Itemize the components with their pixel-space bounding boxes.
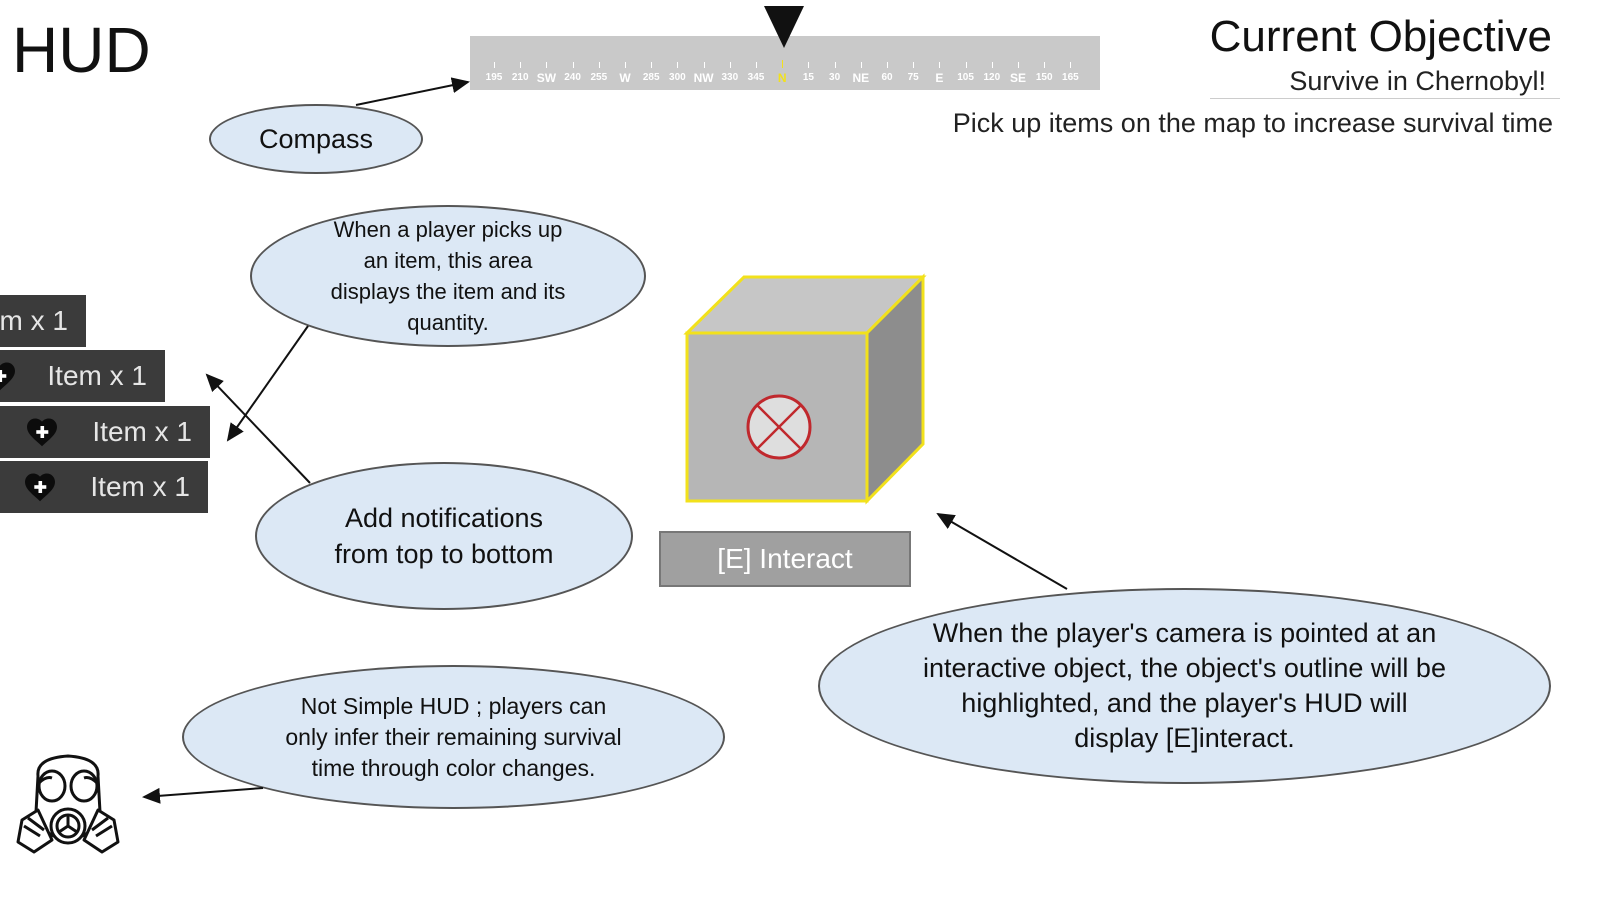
pickup-arrow <box>226 325 309 442</box>
notification-label: Item x 1 <box>92 416 192 447</box>
compass-heading-label: 330 <box>721 72 739 83</box>
compass-tick <box>756 62 757 68</box>
compass-tick <box>965 62 967 68</box>
compass-tick <box>625 62 626 68</box>
notification-item: Item x 1 <box>0 350 165 402</box>
compass-tick <box>1070 62 1072 68</box>
compass-heading-label: 210 <box>511 72 529 83</box>
compass-heading-label: NW <box>693 71 714 85</box>
compass-tick <box>991 62 993 68</box>
compass-heading-label: 15 <box>802 72 814 83</box>
compass-tick <box>703 62 705 68</box>
heart-plus-icon <box>25 473 55 502</box>
heart-plus-icon <box>0 362 15 391</box>
interactive-cube <box>683 273 927 505</box>
compass-tick <box>887 62 888 68</box>
notification-order-arrow <box>205 373 311 484</box>
compass-heading-label: E <box>935 71 944 85</box>
compass-heading-label: 255 <box>590 72 608 83</box>
compass-heading-label: 120 <box>983 72 1001 83</box>
compass-tick <box>939 62 941 68</box>
interact-prompt: [E] Interact <box>659 531 911 587</box>
interact-callout-text: When the player's camera is pointed at a… <box>923 618 1446 753</box>
gasmask-callout-text: Not Simple HUD ; players can only infer … <box>285 692 622 781</box>
gas-mask-icon <box>16 754 120 854</box>
notification-item: Item x 1 <box>0 406 210 458</box>
compass-heading-label: 195 <box>485 72 503 83</box>
heart-plus-icon <box>27 418 57 447</box>
compass-heading-label: 345 <box>747 72 765 83</box>
compass-arrow <box>355 77 470 106</box>
notification-item: Item x 1 <box>0 461 208 513</box>
compass-heading-label: 30 <box>829 72 841 83</box>
objective-divider <box>1210 98 1560 99</box>
compass-tick <box>782 60 784 68</box>
compass-heading-label: W <box>619 71 631 85</box>
gasmask-arrow <box>142 787 264 804</box>
compass-tick <box>1018 62 1019 68</box>
compass-tick <box>520 62 522 68</box>
notification-order-callout: Add notifications from top to bottom <box>255 462 633 610</box>
compass-tick <box>572 62 574 68</box>
objective-title: Current Objective <box>1209 12 1552 61</box>
compass-tick <box>808 62 810 68</box>
compass-heading-label: 105 <box>957 72 974 83</box>
compass-tick <box>651 62 653 68</box>
interact-arrow <box>936 512 1068 590</box>
objective-hint: Pick up items on the map to increase sur… <box>952 108 1553 138</box>
compass-heading-label: NE <box>852 71 870 85</box>
notification-order-callout-text: Add notifications from top to bottom <box>334 503 554 569</box>
notification-label: Item x 1 <box>47 360 147 391</box>
pickup-callout-text: When a player picks up an item, this are… <box>330 217 566 335</box>
objective-subtitle: Survive in Chernobyl! <box>1289 66 1546 96</box>
compass-heading-label: SW <box>536 71 557 85</box>
compass-heading-label: 150 <box>1035 72 1053 83</box>
compass-heading-label: 300 <box>669 72 686 83</box>
compass-heading-label: 285 <box>642 72 660 83</box>
compass-tick <box>913 62 915 68</box>
compass-heading-label: 165 <box>1062 72 1079 83</box>
interact-callout: When the player's camera is pointed at a… <box>818 588 1551 784</box>
page-title: HUD <box>12 14 151 86</box>
compass-heading-label: 60 <box>881 72 893 83</box>
compass-tick <box>1044 62 1046 68</box>
compass-tick <box>860 62 862 68</box>
interact-prompt-text: [E] Interact <box>717 543 853 574</box>
compass-callout-text: Compass <box>258 123 374 154</box>
compass-pointer-icon <box>764 6 804 48</box>
compass-tick <box>546 62 548 68</box>
compass-tick <box>677 62 679 68</box>
compass-heading-label: 75 <box>907 72 919 83</box>
compass-heading-label: N <box>777 71 787 85</box>
compass-tick <box>834 62 836 68</box>
compass-tick <box>729 62 731 68</box>
compass-heading-label: 240 <box>564 72 581 83</box>
compass-tick <box>494 62 495 68</box>
notification-item: Item x 1 <box>0 295 86 347</box>
compass-tick <box>598 62 600 68</box>
notification-label: Item x 1 <box>0 305 68 336</box>
crosshair-icon <box>746 394 812 460</box>
notification-label: Item x 1 <box>90 471 190 502</box>
gasmask-callout: Not Simple HUD ; players can only infer … <box>182 665 725 809</box>
compass-heading-label: SE <box>1009 71 1027 85</box>
pickup-callout: When a player picks up an item, this are… <box>250 205 646 347</box>
compass-callout: Compass <box>209 104 423 174</box>
